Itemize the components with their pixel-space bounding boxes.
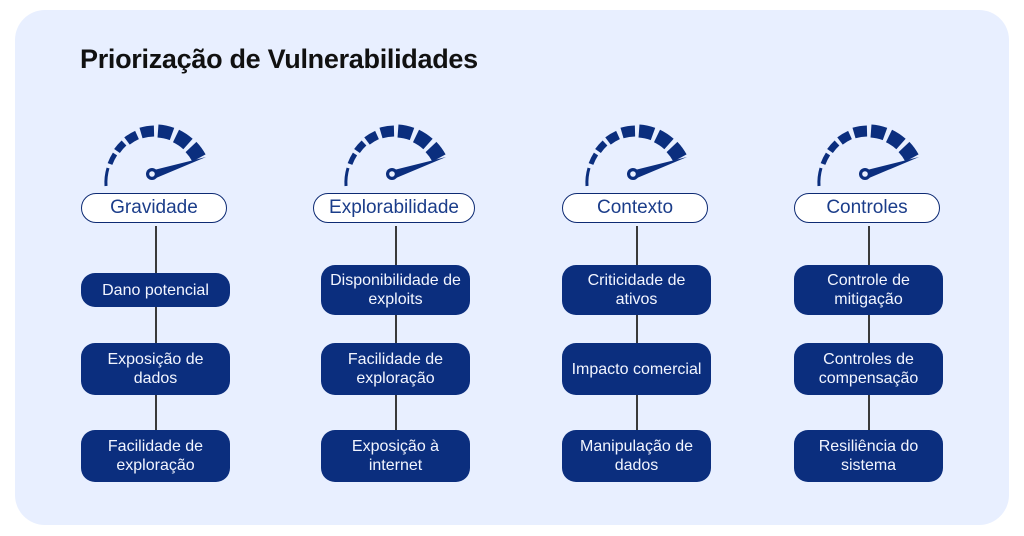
column-gravidade: Gravidade Dano potencial Exposição de da… xyxy=(76,0,236,536)
category-header: Gravidade xyxy=(81,193,227,223)
factor-box: Manipulação de dados xyxy=(562,430,711,482)
column-controles: Controles Controle de mitigação Controle… xyxy=(789,0,949,536)
connector-line xyxy=(395,226,397,456)
category-header: Contexto xyxy=(562,193,708,223)
gauge-icon xyxy=(817,124,919,187)
factor-box: Exposição à internet xyxy=(321,430,470,482)
page-title: Priorização de Vulnerabilidades xyxy=(80,44,478,74)
column-explorabilidade: Explorabilidade Disponibilidade de explo… xyxy=(313,0,476,536)
factor-box: Disponibilidade de exploits xyxy=(321,265,470,315)
factor-box: Criticidade de ativos xyxy=(562,265,711,315)
factor-box: Exposição de dados xyxy=(81,343,230,395)
factor-box: Controles de compensação xyxy=(794,343,943,395)
connector-line xyxy=(636,226,638,456)
gauge-icon xyxy=(104,124,206,187)
factor-box: Resiliência do sistema xyxy=(794,430,943,482)
column-contexto: Contexto Criticidade de ativos Impacto c… xyxy=(557,0,717,536)
gauge-icon xyxy=(585,124,687,187)
category-header: Explorabilidade xyxy=(313,193,475,223)
factor-box: Dano potencial xyxy=(81,273,230,307)
factor-box: Controle de mitigação xyxy=(794,265,943,315)
connector-line xyxy=(155,226,157,456)
category-header: Controles xyxy=(794,193,940,223)
factor-box: Facilidade de exploração xyxy=(81,430,230,482)
factor-box: Impacto comercial xyxy=(562,343,711,395)
connector-line xyxy=(868,226,870,456)
factor-box: Facilidade de exploração xyxy=(321,343,470,395)
gauge-icon xyxy=(344,124,446,187)
